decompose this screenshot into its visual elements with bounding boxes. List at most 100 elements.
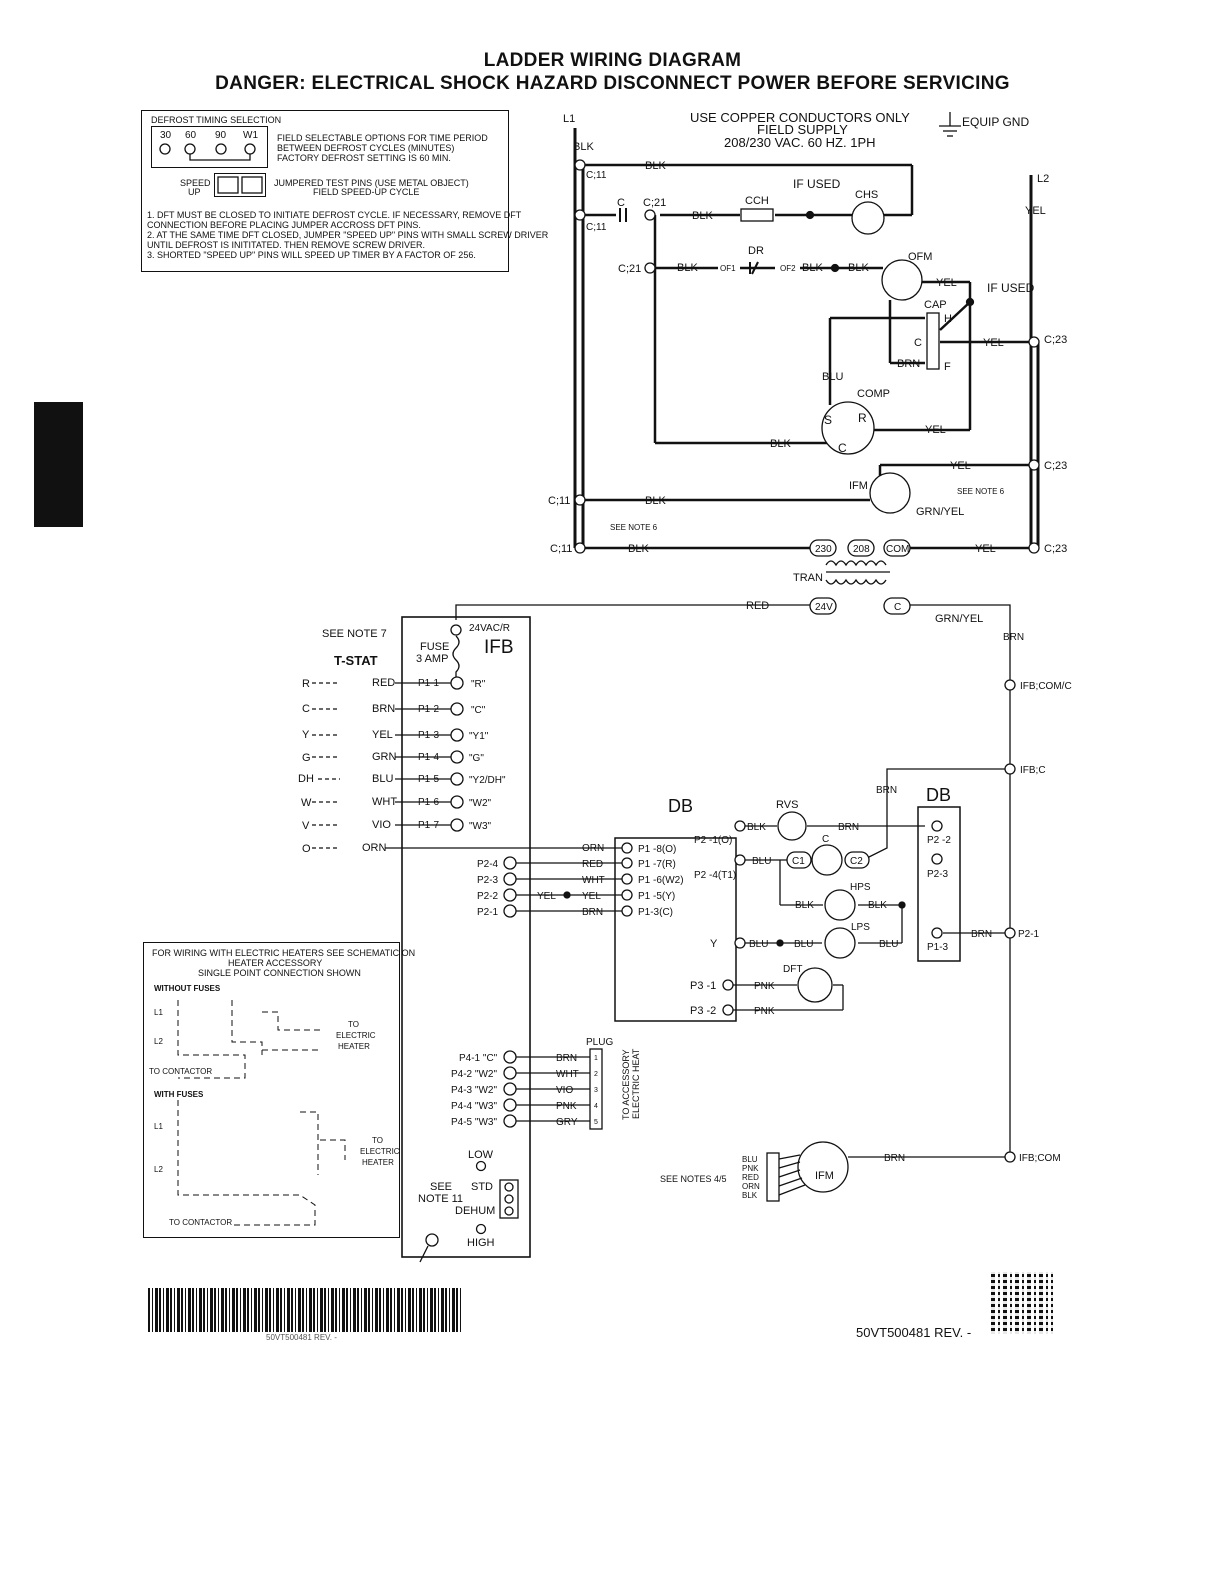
speed-label-1: SPEED xyxy=(180,178,211,188)
label-blu-lps-r: BLU xyxy=(879,939,898,950)
barcode xyxy=(148,1288,463,1332)
label-p13b: P1-3 xyxy=(927,942,949,953)
supply-line-2: FIELD SUPPLY xyxy=(757,122,848,137)
defrost-note-3: 3. SHORTED "SPEED UP" PINS WILL SPEED UP… xyxy=(147,250,476,260)
tstat-wire-y: YEL xyxy=(372,729,393,741)
ifm-wire-1: BLU xyxy=(742,1155,758,1164)
label-p21-right: P2-1 xyxy=(1018,929,1040,940)
ifb-fuse xyxy=(452,635,460,680)
db-row-ifb-1: P2-4 xyxy=(477,859,499,870)
label-chs: CHS xyxy=(855,189,878,201)
p4-wire-3: VIO xyxy=(556,1085,573,1096)
label-comp-c: C xyxy=(838,441,847,455)
p4-pin-4: P4-4 "W3" xyxy=(451,1101,497,1112)
label-std: STD xyxy=(471,1181,493,1193)
tstat-term-dh: DH xyxy=(298,773,314,785)
label-see-note-6-b: SEE NOTE 6 xyxy=(610,523,658,532)
label-c23-a: C;23 xyxy=(1044,334,1067,346)
with-fuses-label: WITH FUSES xyxy=(154,1090,204,1099)
transformer-coil xyxy=(825,560,887,585)
label-high: HIGH xyxy=(467,1237,495,1249)
hps-switch xyxy=(824,889,856,921)
label-blk-hps-r: BLK xyxy=(868,900,887,911)
heater-heading-1: FOR WIRING WITH ELECTRIC HEATERS SEE SCH… xyxy=(152,948,416,958)
label-blk-6: BLK xyxy=(645,495,666,507)
db-row-yel-a: YEL xyxy=(537,891,556,902)
label-ifm-top: IFM xyxy=(849,480,868,492)
p4-n-5: 5 xyxy=(594,1119,598,1126)
label-p31: P3 -1 xyxy=(690,980,716,992)
db-row-wire-2: WHT xyxy=(582,875,605,886)
label-grnyel-ifm: GRN/YEL xyxy=(916,506,964,518)
db-row-db-3: P1 -5(Y) xyxy=(638,891,675,902)
tstat-wire-c: BRN xyxy=(372,703,395,715)
heater-l1-a: L1 xyxy=(154,1008,163,1017)
label-c23-b: C;23 xyxy=(1044,460,1067,472)
tstat-sig-g: "G" xyxy=(469,753,484,764)
label-24vacr: 24VAC/R xyxy=(469,623,510,634)
tstat-wire-w: WHT xyxy=(372,796,397,808)
label-blk-3: BLK xyxy=(677,262,698,274)
rvs-coil xyxy=(777,811,807,841)
p4-wire-2: WHT xyxy=(556,1069,579,1080)
label-db-c: C xyxy=(822,834,829,845)
label-24v: 24V xyxy=(815,602,833,613)
label-of2: OF2 xyxy=(780,264,796,273)
label-accessory-1: TO ACCESSORY xyxy=(621,1049,631,1120)
document-id: 50VT500481 REV. - xyxy=(856,1325,972,1340)
ifb-p2-terminals xyxy=(503,842,633,918)
label-tran: TRAN xyxy=(793,572,823,584)
defrost-note-2a: 2. AT THE SAME TIME DFT CLOSED, JUMPER "… xyxy=(147,230,549,240)
label-lps: LPS xyxy=(851,922,870,933)
p4-pin-1: P4-1 "C" xyxy=(459,1053,498,1064)
tstat-sig-dh: "Y2/DH" xyxy=(469,775,506,786)
label-brn-ifm: BRN xyxy=(884,1153,905,1164)
p4-pin-2: P4-2 "W2" xyxy=(451,1069,497,1080)
db-row-wire-4: BRN xyxy=(582,907,603,918)
to-heater-b-2: ELECTRIC xyxy=(360,1147,400,1156)
tstat-sig-y: "Y1" xyxy=(469,731,489,742)
ifm-motor-bottom xyxy=(797,1141,849,1193)
heater-wiring-box xyxy=(143,942,400,1238)
tstat-leads xyxy=(312,682,340,849)
label-accessory-2: ELECTRIC HEAT xyxy=(631,1048,641,1119)
label-of1: OF1 xyxy=(720,264,736,273)
p4-wire-5: GRY xyxy=(556,1117,578,1128)
db-c1-terminal xyxy=(786,851,812,869)
label-com: COM xyxy=(886,544,909,555)
to-contactor-a: TO CONTACTOR xyxy=(149,1067,213,1076)
diagram-title: LADDER WIRING DIAGRAM xyxy=(483,50,742,71)
db-row-db-4: P1-3(C) xyxy=(638,907,673,918)
ifm-plug xyxy=(766,1152,780,1202)
label-ifb-comc: IFB;COM/C xyxy=(1020,681,1072,692)
tstat-wire-dh: BLU xyxy=(372,773,393,785)
defrost-desc-1: FIELD SELECTABLE OPTIONS FOR TIME PERIOD xyxy=(277,133,488,143)
tstat-pin-c: P1-2 xyxy=(418,704,440,715)
to-heater-a-3: HEATER xyxy=(338,1042,370,1051)
label-c11-a: C;11 xyxy=(586,170,607,181)
label-c11-c: C;11 xyxy=(548,495,570,507)
label-p2m2: P2 -2 xyxy=(927,835,951,846)
tstat-pin-y: P1-3 xyxy=(418,730,440,741)
label-cap-c: C xyxy=(914,337,922,349)
tstat-pin-r: P1-1 xyxy=(418,678,440,689)
p4-terminals xyxy=(503,1050,517,1128)
tstat-term-g: G xyxy=(302,752,311,764)
lps-switch xyxy=(824,927,856,959)
db-board xyxy=(614,837,737,1022)
ifm-motor-top xyxy=(869,472,911,514)
defrost-option-60: 60 xyxy=(185,130,197,141)
label-comp-s: S xyxy=(824,413,832,427)
bus-terminals xyxy=(574,159,1040,554)
cch-heater xyxy=(740,208,774,222)
if-used-dot-2 xyxy=(965,297,975,307)
defrost-option-w1: W1 xyxy=(243,130,258,141)
label-p32: P3 -2 xyxy=(690,1005,716,1017)
label-plug: PLUG xyxy=(586,1037,613,1048)
heater-heading-2: HEATER ACCESSORY xyxy=(228,958,323,968)
without-fuses-label: WITHOUT FUSES xyxy=(154,984,221,993)
tstat-sig-c: "C" xyxy=(471,705,486,716)
tstat-sig-v: "W3" xyxy=(469,821,492,832)
label-tran-c: C xyxy=(894,602,901,613)
